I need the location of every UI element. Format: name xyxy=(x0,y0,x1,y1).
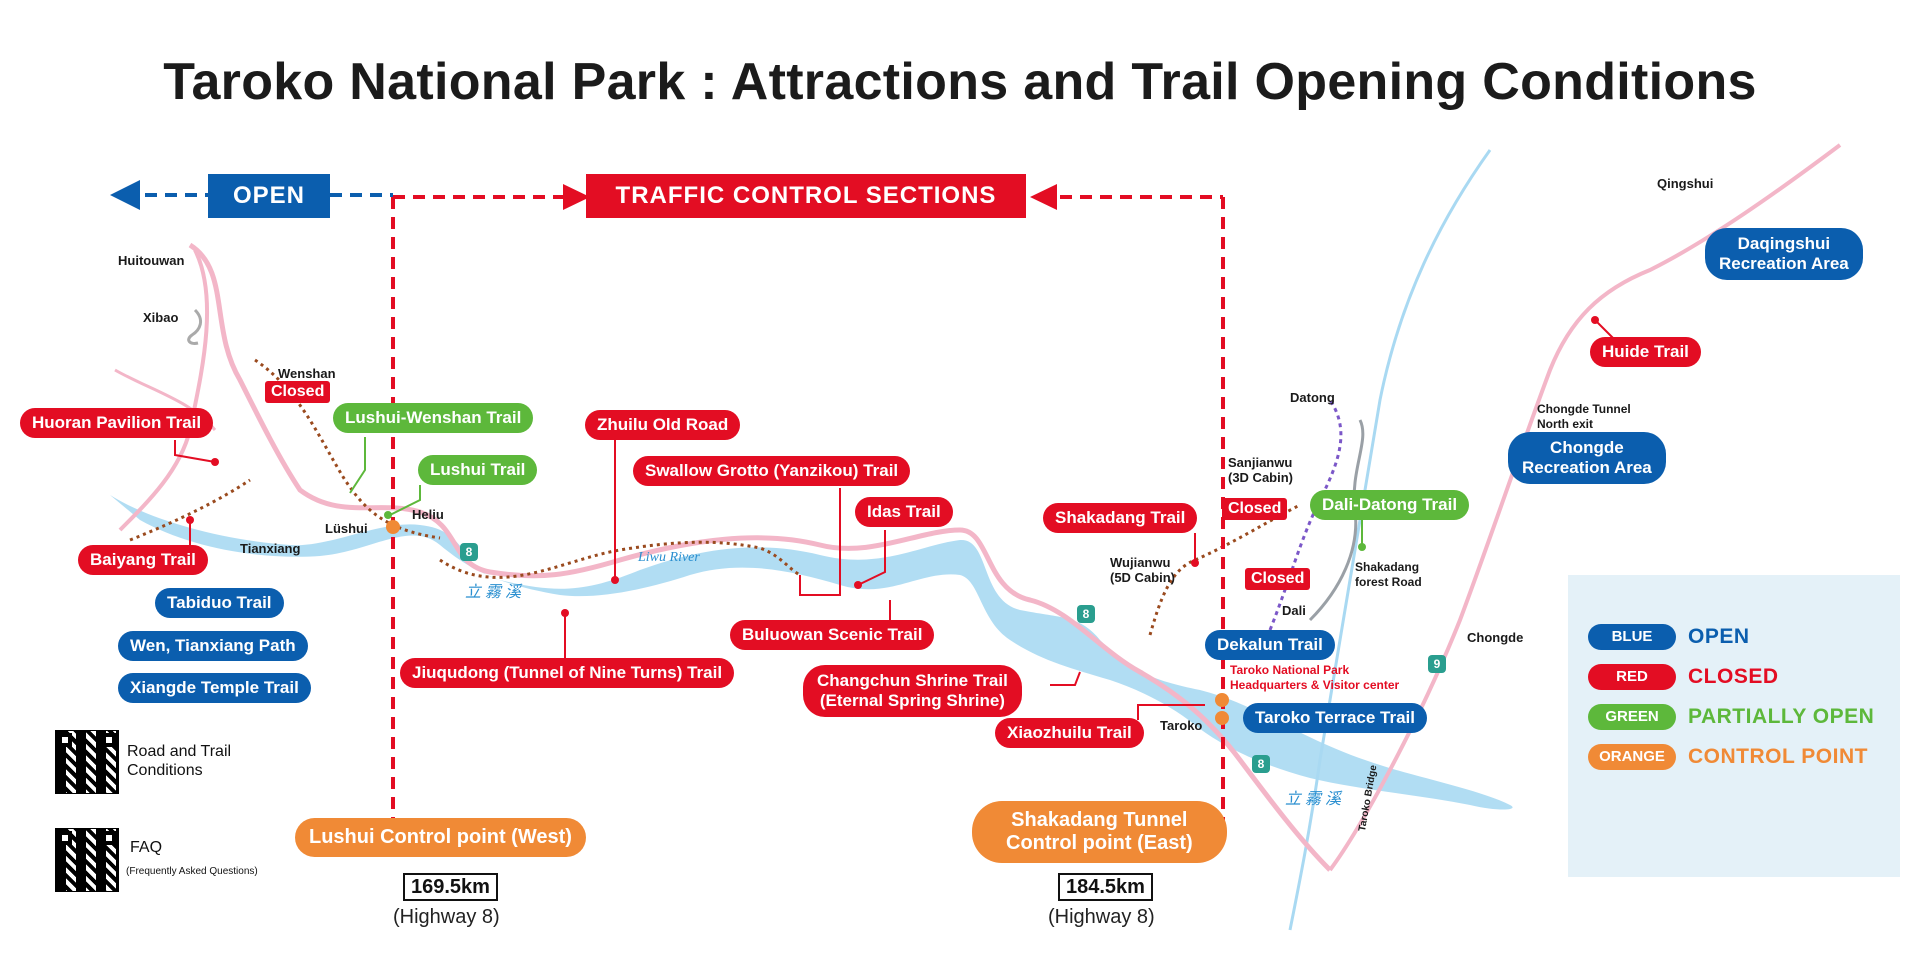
trail-path-forest-road xyxy=(1308,419,1365,622)
qr-code-road-conditions-icon[interactable] xyxy=(55,730,119,794)
legend-chip-green: GREEN xyxy=(1588,704,1676,730)
trail-taroko-terrace[interactable]: Taroko Terrace Trail xyxy=(1243,703,1427,733)
place-dali: Dali xyxy=(1282,603,1306,618)
place-chongde: Chongde xyxy=(1467,630,1524,645)
recreation-chongde[interactable]: Chongde Recreation Area xyxy=(1508,432,1666,484)
recreation-daqingshui[interactable]: Daqingshui Recreation Area xyxy=(1705,228,1863,280)
leader-swallow xyxy=(799,488,841,596)
distance-west-highway: (Highway 8) xyxy=(393,906,500,928)
trail-jiuqudong[interactable]: Jiuqudong (Tunnel of Nine Turns) Trail xyxy=(400,658,735,688)
highway-8-shield-icon: 8 xyxy=(460,543,478,561)
legend-text-open: OPEN xyxy=(1688,625,1750,648)
control-dot-lushui xyxy=(386,520,400,534)
trail-path-baiyang xyxy=(129,478,251,542)
closed-tag-sanjianwu: Closed xyxy=(1222,498,1288,520)
place-lushui: Lüshui xyxy=(325,521,368,536)
open-banner: OPEN xyxy=(208,174,330,218)
trail-huide[interactable]: Huide Trail xyxy=(1590,337,1701,367)
leader-xiaozhuilu xyxy=(1137,704,1205,720)
trail-path-zhuilu xyxy=(439,540,801,579)
place-wenshan: Wenshan xyxy=(278,366,336,381)
traffic-arrowhead-left xyxy=(563,184,590,210)
distance-east-highway: (Highway 8) xyxy=(1048,906,1155,928)
qingshui-river xyxy=(1288,149,1492,931)
river-label-chinese: 立 霧 溪 xyxy=(465,584,522,601)
trail-dekalun[interactable]: Dekalun Trail xyxy=(1205,630,1335,660)
trail-xiaozhuilu[interactable]: Xiaozhuilu Trail xyxy=(995,718,1144,748)
highway-8-shield-icon-east: 8 xyxy=(1077,605,1095,623)
place-tianxiang: Tianxiang xyxy=(240,541,301,556)
trail-buluowan[interactable]: Buluowan Scenic Trail xyxy=(730,620,935,650)
closed-tag-wenshan: Closed xyxy=(265,381,331,403)
qr-label-faq: FAQ xyxy=(130,839,163,856)
leader-huoran xyxy=(174,440,216,463)
place-huitouwan: Huitouwan xyxy=(118,253,185,268)
distance-west-km: 169.5km xyxy=(403,873,498,901)
trail-swallow-grotto[interactable]: Swallow Grotto (Yanzikou) Trail xyxy=(633,456,911,486)
legend-chip-blue: BLUE xyxy=(1588,624,1676,650)
place-sanjianwu: Sanjianwu (3D Cabin) xyxy=(1228,455,1293,485)
place-taroko-hq: Taroko National Park Headquarters & Visi… xyxy=(1230,663,1400,692)
river-label-liwu: Liwu River xyxy=(638,550,700,565)
distance-east-km: 184.5km xyxy=(1058,873,1153,901)
page-title: Taroko National Park : Attractions and T… xyxy=(163,53,1757,111)
legend-text-control: CONTROL POINT xyxy=(1688,745,1868,768)
trailhead-lushui xyxy=(384,511,392,519)
place-xibao: Xibao xyxy=(143,310,179,325)
trail-tabiduo[interactable]: Tabiduo Trail xyxy=(155,588,284,618)
place-datong: Datong xyxy=(1290,390,1335,405)
leader-idas xyxy=(857,530,886,586)
place-wujianwu: Wujianwu (5D Cabin) xyxy=(1110,555,1175,585)
legend-row-partial: GREEN PARTIALLY OPEN xyxy=(1588,703,1874,731)
place-shakadang-forest: Shakadang forest Road xyxy=(1355,560,1422,589)
river-label-chinese-east: 立 霧 溪 xyxy=(1285,791,1342,808)
place-heliu: Heliu xyxy=(412,507,444,522)
legend-panel: BLUE OPEN RED CLOSED GREEN PARTIALLY OPE… xyxy=(1568,575,1900,877)
traffic-control-banner: TRAFFIC CONTROL SECTIONS xyxy=(586,174,1026,218)
leader-lushui-wenshan xyxy=(349,437,366,494)
highway-8-shield-icon-south: 8 xyxy=(1252,755,1270,773)
qr-code-faq-icon[interactable] xyxy=(55,828,119,892)
qr-label-faq-sub: (Frequently Asked Questions) xyxy=(126,866,258,877)
trail-wen-tianxiang[interactable]: Wen, Tianxiang Path xyxy=(118,631,308,661)
traffic-arrowhead-right xyxy=(1030,184,1057,210)
closed-tag-dali: Closed xyxy=(1245,568,1311,590)
legend-row-control: ORANGE CONTROL POINT xyxy=(1588,743,1868,771)
trail-lushui[interactable]: Lushui Trail xyxy=(418,455,538,485)
control-point-west[interactable]: Lushui Control point (West) xyxy=(295,818,586,857)
liwu-river xyxy=(110,495,1513,810)
qr-label-road-conditions: Road and Trail Conditions xyxy=(127,743,232,779)
leader-lushui xyxy=(389,485,421,516)
place-chongde-tunnel: Chongde Tunnel North exit xyxy=(1537,402,1631,431)
trail-dali-datong[interactable]: Dali-Datong Trail xyxy=(1310,490,1470,520)
control-dot-taroko-2 xyxy=(1215,711,1229,725)
place-taroko: Taroko xyxy=(1160,718,1203,733)
legend-row-open: BLUE OPEN xyxy=(1588,623,1750,651)
legend-row-closed: RED CLOSED xyxy=(1588,663,1779,691)
trail-changchun-shrine[interactable]: Changchun Shrine Trail (Eternal Spring S… xyxy=(803,665,1022,717)
legend-text-partial: PARTIALLY OPEN xyxy=(1688,705,1875,728)
legend-chip-orange: ORANGE xyxy=(1588,744,1676,770)
control-dot-taroko xyxy=(1215,693,1229,707)
place-qingshui: Qingshui xyxy=(1657,176,1714,191)
trail-huoran-pavilion[interactable]: Huoran Pavilion Trail xyxy=(20,408,214,438)
highway-9-shield-icon: 9 xyxy=(1428,655,1446,673)
control-point-east[interactable]: Shakadang Tunnel Control point (East) xyxy=(972,801,1227,863)
xibao-road xyxy=(187,308,203,345)
trail-zhuilu-old-road[interactable]: Zhuilu Old Road xyxy=(585,410,741,440)
legend-text-closed: CLOSED xyxy=(1688,665,1779,688)
highway-8-road xyxy=(188,242,1332,872)
trail-baiyang[interactable]: Baiyang Trail xyxy=(78,545,208,575)
trail-idas[interactable]: Idas Trail xyxy=(855,497,953,527)
trail-shakadang[interactable]: Shakadang Trail xyxy=(1043,503,1198,533)
trail-xiangde-temple[interactable]: Xiangde Temple Trail xyxy=(118,673,311,703)
trail-lushui-wenshan[interactable]: Lushui-Wenshan Trail xyxy=(333,403,534,433)
leader-changchun xyxy=(1050,671,1081,686)
legend-chip-red: RED xyxy=(1588,664,1676,690)
branch-road-huitouwan xyxy=(118,249,210,532)
open-arrowhead xyxy=(110,180,140,210)
